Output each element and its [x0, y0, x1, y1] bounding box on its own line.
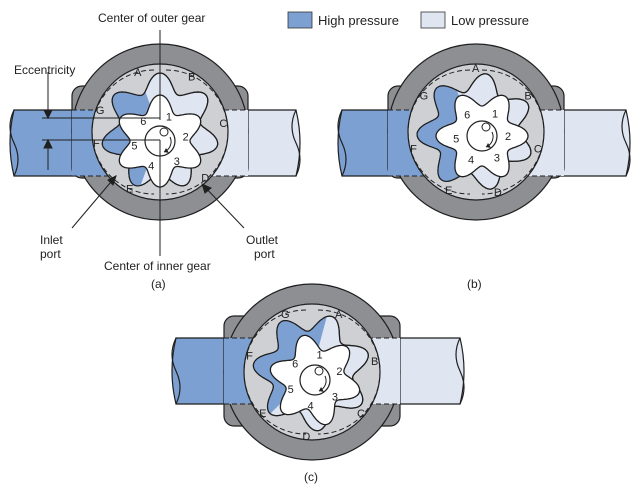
annotation-center-outer: Center of outer gear [98, 11, 205, 25]
outer-tooth-label-b: B [371, 356, 378, 368]
outer-tooth-label-g: G [420, 90, 429, 102]
panel-b: A B C D E F G 123 456 [337, 43, 631, 221]
outlet-port-outline [317, 309, 381, 435]
outer-tooth-label-f: F [93, 138, 100, 150]
legend-low-swatch [420, 11, 446, 29]
inner-tooth-label-4: 4 [148, 160, 154, 172]
inner-tooth-label-3: 3 [174, 156, 180, 168]
annotations [42, 30, 245, 256]
inner-tooth-label-6: 6 [292, 358, 298, 370]
outer-tooth-label-a: A [472, 63, 480, 75]
caption-c: (c) [304, 470, 318, 484]
inner-gear-keyhole [481, 122, 491, 132]
outer-tooth-label-d: D [494, 187, 502, 199]
inner-tooth-label-5: 5 [288, 384, 294, 396]
outer-tooth-label-f: F [246, 350, 253, 362]
annotation-inlet-2: port [40, 247, 61, 261]
panel-c: A B C D E F G 1 2 3 4 5 6 [171, 283, 465, 461]
outer-tooth-label-b: B [188, 72, 195, 84]
outer-tooth-label-c: C [534, 144, 542, 156]
outer-tooth-label-c: C [357, 408, 365, 420]
inner-gear-keyhole [314, 366, 324, 376]
inlet-port-outline [243, 309, 307, 435]
inlet-port-outline [407, 69, 471, 195]
legend: High pressure Low pressure [287, 11, 529, 29]
outlet-port-outline [165, 69, 229, 195]
inner-tooth-label-4: 4 [468, 155, 474, 167]
inner-tooth-label-6: 6 [464, 110, 470, 122]
annotation-outlet-1: Outlet [246, 233, 279, 247]
inner-tooth-label-1: 1 [166, 112, 172, 124]
rotation-arrowhead-icon [319, 387, 324, 392]
inner-tooth-label-3: 3 [494, 152, 500, 164]
outer-tooth-label-b: B [524, 90, 531, 102]
inner-gear-keyhole [159, 127, 169, 137]
outer-tooth-label-a: A [335, 309, 343, 321]
inner-tooth-label-1: 1 [492, 108, 498, 120]
caption-a: (a) [151, 277, 166, 291]
outer-tooth-label-f: F [410, 144, 417, 156]
inlet-pipe-end [171, 337, 181, 405]
annotation-center-inner: Center of inner gear [104, 259, 211, 273]
rotation-arrowhead-icon [164, 148, 169, 153]
legend-high-label: High pressure [318, 13, 399, 28]
inlet-pipe-end [9, 109, 19, 177]
annotation-outlet-2: port [254, 247, 275, 261]
outlet-pipe-end [455, 337, 465, 405]
outer-tooth-label-e: E [259, 408, 266, 420]
inner-tooth-label-5: 5 [453, 133, 459, 145]
outer-gear-outline [101, 72, 219, 187]
inner-tooth-label-2: 2 [505, 131, 511, 143]
outlet-pipe-end [621, 109, 631, 177]
legend-high-swatch [287, 11, 313, 29]
outer-tooth-label-g: G [96, 105, 105, 117]
inner-tooth-label-4: 4 [307, 401, 313, 413]
outer-tooth-label-e: E [445, 185, 452, 197]
caption-b: (b) [467, 277, 482, 291]
outer-tooth-label-d: D [302, 431, 310, 443]
inner-tooth-label-2: 2 [183, 131, 189, 143]
legend-low-label: Low pressure [451, 13, 529, 28]
inner-tooth-label-1: 1 [317, 349, 323, 361]
rotation-arrowhead-icon [486, 143, 491, 148]
inner-tooth-label-2: 2 [336, 366, 342, 378]
inner-tooth-label-3: 3 [332, 392, 338, 404]
outer-tooth-label-a: A [134, 67, 142, 79]
outer-tooth-label-g: G [281, 309, 290, 321]
annotation-eccentricity: Eccentricity [14, 63, 75, 77]
outlet-port-outline [481, 69, 545, 195]
outlet-pipe-end [291, 109, 301, 177]
outer-tooth-label-e: E [126, 184, 133, 196]
inlet-pipe-end [337, 109, 347, 177]
outer-tooth-label-c: C [219, 118, 227, 130]
outer-tooth-label-d: D [201, 172, 209, 184]
inner-tooth-label-5: 5 [131, 141, 137, 153]
annotation-inlet-1: Inlet [40, 233, 63, 247]
inlet-port-outline [91, 69, 155, 195]
inner-tooth-label-6: 6 [140, 116, 146, 128]
